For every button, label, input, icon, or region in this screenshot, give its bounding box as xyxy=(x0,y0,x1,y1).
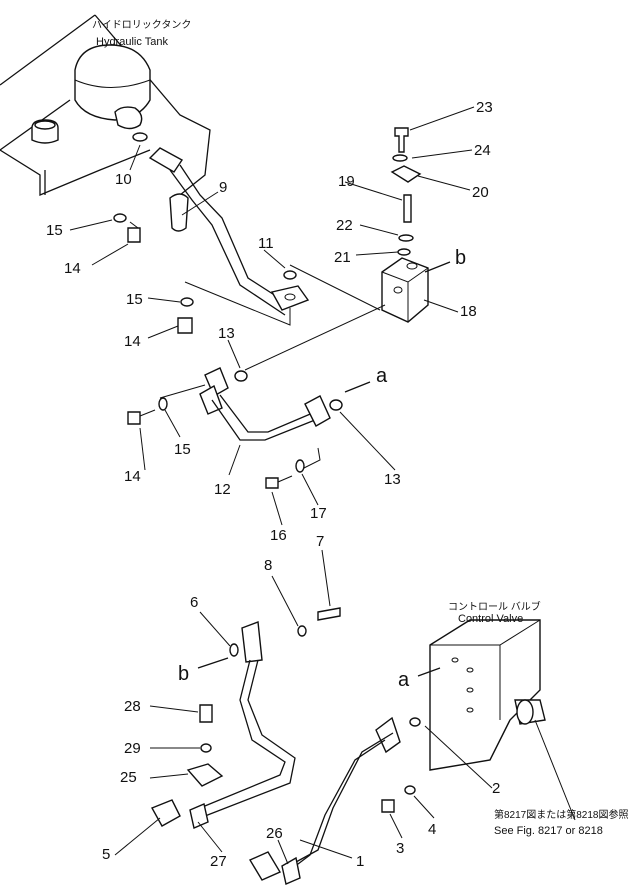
connection-letter-b-upper: b xyxy=(455,247,466,269)
callout-27: 27 xyxy=(210,853,227,870)
tank-caption-en: Hydraulic Tank xyxy=(96,36,168,48)
pipe-9 xyxy=(132,132,310,316)
tank-caption-jp: ハイドロリックタンク xyxy=(92,19,191,31)
valve-caption-jp: コントロール バルブ xyxy=(448,600,541,613)
control-valve xyxy=(429,619,576,821)
callout-15-upper: 15 xyxy=(46,222,63,239)
valve-block-18 xyxy=(381,257,429,323)
callout-4: 4 xyxy=(428,821,436,838)
hydraulic-tank xyxy=(0,14,211,196)
connection-lines xyxy=(159,264,386,471)
callout-18: 18 xyxy=(460,303,477,320)
callout-22: 22 xyxy=(336,217,353,234)
callout-17: 17 xyxy=(310,505,327,522)
pipe-1 xyxy=(248,716,421,885)
washer-15-mid xyxy=(177,297,194,334)
callout-8: 8 xyxy=(264,557,272,574)
callout-1: 1 xyxy=(356,853,364,870)
callout-21: 21 xyxy=(334,249,351,266)
callout-15-lower: 15 xyxy=(174,441,191,458)
callout-5: 5 xyxy=(102,846,110,863)
callout-13-lower: 13 xyxy=(384,471,401,488)
callout-7: 7 xyxy=(316,533,324,550)
callout-14-upper: 14 xyxy=(64,260,81,277)
callout-14-lower: 14 xyxy=(124,468,141,485)
callout-13-upper: 13 xyxy=(218,325,235,342)
callout-25: 25 xyxy=(120,769,137,786)
connection-letter-a-upper: a xyxy=(376,365,388,387)
connection-letter-a-lower: a xyxy=(398,669,410,691)
callout-19: 19 xyxy=(338,173,355,190)
leader-lines xyxy=(69,106,493,865)
small-parts-lower xyxy=(186,607,416,813)
pipe-12 xyxy=(199,367,343,441)
callout-23: 23 xyxy=(476,99,493,116)
callout-14-mid: 14 xyxy=(124,333,141,350)
callout-29: 29 xyxy=(124,740,141,757)
pipe-5 xyxy=(151,621,296,829)
callout-26: 26 xyxy=(266,825,283,842)
callout-10: 10 xyxy=(115,171,132,188)
callout-11: 11 xyxy=(258,235,274,252)
arrows xyxy=(197,261,451,677)
callout-6: 6 xyxy=(190,594,198,611)
bolt-14-upper xyxy=(113,213,141,243)
callout-9: 9 xyxy=(219,179,227,196)
bolts-left-mid xyxy=(127,397,305,489)
callout-20: 20 xyxy=(472,184,489,201)
callout-24: 24 xyxy=(474,142,491,159)
callout-2: 2 xyxy=(492,780,500,797)
valve-caption-en: Control Valve xyxy=(458,613,523,625)
callout-16: 16 xyxy=(270,527,287,544)
callout-12: 12 xyxy=(214,481,231,498)
connection-letter-b-lower: b xyxy=(178,663,189,685)
callout-28: 28 xyxy=(124,698,141,715)
callout-15-mid: 15 xyxy=(126,291,143,308)
fig-reference-jp: 第8217図または第8218図参照 xyxy=(494,808,629,821)
stack-parts-19-24 xyxy=(390,127,422,256)
callout-3: 3 xyxy=(396,840,404,857)
fig-reference-en: See Fig. 8217 or 8218 xyxy=(494,825,603,837)
